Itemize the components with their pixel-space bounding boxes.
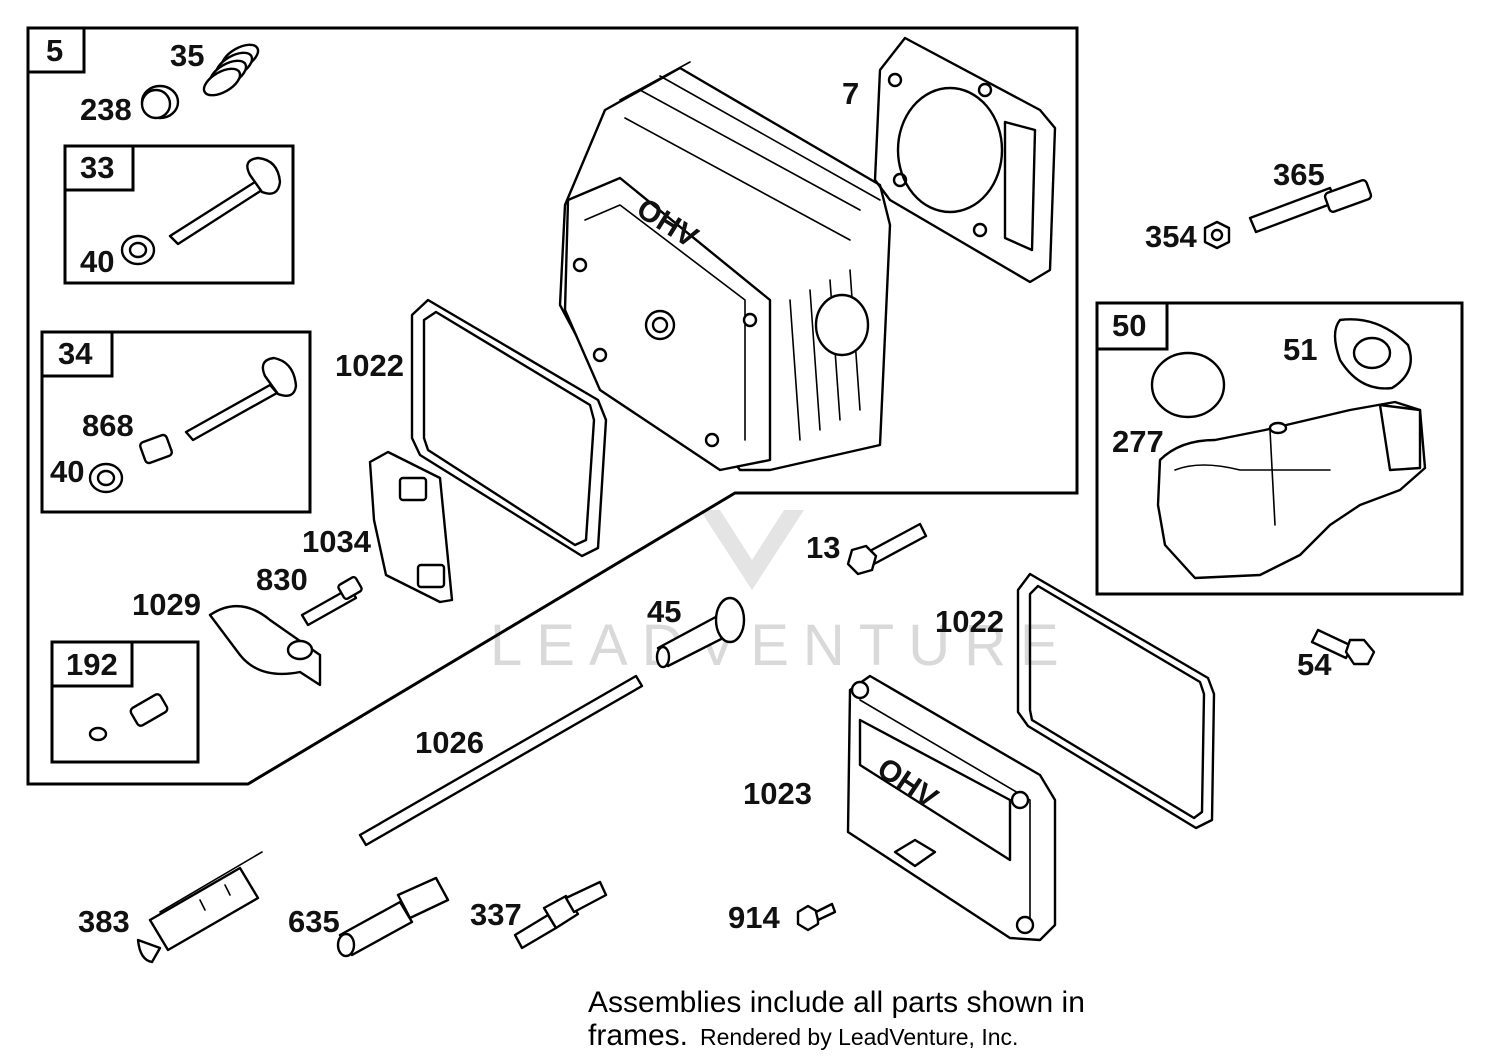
label-1023: 1023 bbox=[743, 776, 812, 811]
footer-line-2: frames. bbox=[588, 1019, 688, 1052]
valve-cover-part-1023: OHV bbox=[846, 674, 1057, 942]
frame-50-tag bbox=[1095, 301, 1169, 351]
o-ring-part-277 bbox=[1150, 351, 1226, 419]
label-13: 13 bbox=[806, 530, 840, 565]
valve-part-33 bbox=[120, 156, 282, 266]
head-gasket-part-7 bbox=[873, 36, 1057, 284]
nut-part-354 bbox=[1203, 220, 1231, 250]
label-354: 354 bbox=[1145, 219, 1197, 254]
adjuster-part-192 bbox=[88, 693, 169, 742]
label-1029: 1029 bbox=[132, 587, 201, 622]
label-40-b: 40 bbox=[50, 454, 84, 489]
frame-33 bbox=[63, 144, 295, 285]
label-383: 383 bbox=[78, 904, 130, 939]
frame-5-tag bbox=[26, 26, 86, 74]
bolt-part-13 bbox=[846, 522, 928, 576]
push-rod-part-1026 bbox=[358, 674, 644, 847]
stud-part-830 bbox=[300, 575, 363, 627]
label-40-a: 40 bbox=[80, 244, 114, 279]
label-914: 914 bbox=[728, 900, 780, 935]
cap-part-238 bbox=[140, 84, 180, 120]
rocker-arm-part-1029 bbox=[208, 604, 322, 687]
frame-33-number: 33 bbox=[80, 150, 114, 185]
breather-part-383 bbox=[136, 851, 263, 964]
label-238: 238 bbox=[80, 92, 132, 127]
spark-plug-part-337 bbox=[513, 880, 608, 950]
bolt-part-54 bbox=[1310, 628, 1376, 666]
fitting-part-365 bbox=[1248, 179, 1373, 234]
frame-34-number: 34 bbox=[58, 336, 93, 371]
label-337: 337 bbox=[470, 897, 522, 932]
label-1022-a: 1022 bbox=[335, 348, 404, 383]
label-45: 45 bbox=[647, 594, 681, 629]
valve-part-34 bbox=[88, 356, 298, 494]
footer-credit: Rendered by LeadVenture, Inc. bbox=[700, 1024, 1018, 1050]
label-365: 365 bbox=[1273, 157, 1325, 192]
watermark-text: LEADVENTURE bbox=[490, 613, 1073, 678]
label-1034: 1034 bbox=[302, 524, 372, 559]
label-54: 54 bbox=[1297, 647, 1332, 682]
intake-manifold-part-50 bbox=[1156, 400, 1427, 580]
footer-line-1: Assemblies include all parts shown in bbox=[588, 986, 1085, 1019]
label-35: 35 bbox=[170, 38, 204, 73]
label-868: 868 bbox=[82, 408, 134, 443]
boot-part-635 bbox=[336, 876, 450, 958]
plate-part-1034 bbox=[368, 450, 454, 604]
frame-50 bbox=[1095, 301, 1464, 596]
frame-34-tag bbox=[40, 330, 114, 378]
spring-part-35 bbox=[202, 43, 260, 97]
label-277: 277 bbox=[1112, 424, 1164, 459]
label-830: 830 bbox=[256, 562, 308, 597]
frame-34 bbox=[40, 330, 312, 514]
label-51: 51 bbox=[1283, 332, 1317, 367]
watermark: LEADVENTURE bbox=[490, 510, 1073, 678]
label-1022-b: 1022 bbox=[935, 604, 1004, 639]
cylinder-head: OHV bbox=[558, 61, 892, 472]
screw-part-914 bbox=[796, 902, 837, 932]
frame-5 bbox=[26, 26, 1079, 786]
cover-gasket-part-1022-lower bbox=[1016, 572, 1216, 830]
guide-part-45 bbox=[655, 596, 746, 669]
frame-192-number: 192 bbox=[66, 647, 118, 682]
frame-33-tag bbox=[63, 144, 135, 192]
rocker-gasket-part-1022-upper bbox=[410, 298, 608, 558]
frame-50-number: 50 bbox=[1112, 308, 1146, 343]
gasket-part-51 bbox=[1333, 318, 1412, 390]
label-635: 635 bbox=[288, 904, 340, 939]
label-7: 7 bbox=[842, 76, 859, 111]
label-1026: 1026 bbox=[415, 725, 484, 760]
frame-192-tag bbox=[50, 640, 134, 688]
frame-5-number: 5 bbox=[46, 33, 63, 68]
